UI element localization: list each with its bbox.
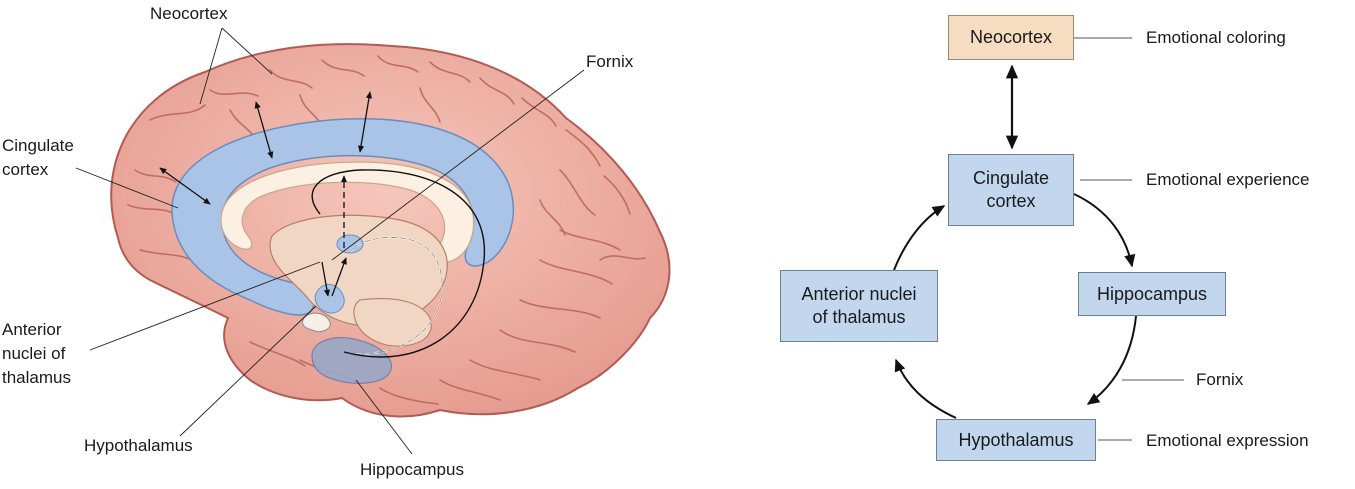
arrow-hippocampus-to-hypothalamus	[1086, 315, 1137, 405]
leader-lines	[75, 27, 585, 455]
arrow-cingulate-to-hippocampus	[1073, 193, 1136, 268]
box-hippocampus: Hippocampus	[1078, 272, 1226, 316]
arrow-hypothalamus-to-anterior	[894, 358, 957, 419]
box-hypothalamus: Hypothalamus	[936, 419, 1096, 461]
box-neocortex-label: Neocortex	[969, 27, 1053, 47]
label-hypothalamus: Hypothalamus	[84, 436, 193, 455]
note-emotional-coloring: Emotional coloring	[1146, 28, 1286, 47]
annotation-lines	[1074, 37, 1184, 441]
note-emotional-expression: Emotional expression	[1146, 431, 1309, 450]
label-anterior-nuclei: Anterior nuclei of thalamus	[2, 320, 71, 387]
hippocampus-shape	[311, 337, 392, 384]
corpus-callosum	[220, 161, 475, 263]
label-hippocampus: Hippocampus	[360, 460, 464, 479]
note-emotional-experience: Emotional experience	[1146, 170, 1310, 189]
mammillary-shape	[301, 312, 331, 333]
circuit-diagram	[893, 37, 1184, 441]
arrow-anterior-to-cingulate	[893, 205, 946, 271]
gyri-lines	[127, 55, 646, 405]
hypothalamus-shape	[314, 283, 345, 314]
box-hypothalamus-label: Hypothalamus	[958, 429, 1074, 450]
box-cingulate-label: Cingulate cortex	[972, 168, 1050, 211]
circuit-loop-line	[311, 169, 486, 358]
box-cingulate-cortex: Cingulate cortex	[948, 154, 1074, 226]
anterior-nucleus-shape	[336, 234, 364, 254]
label-cingulate-cortex: Cingulate cortex	[2, 136, 74, 179]
diencephalon	[269, 214, 448, 327]
box-hippocampus-label: Hippocampus	[1096, 283, 1208, 304]
brainstem	[353, 298, 432, 347]
brain-illustration	[110, 43, 671, 418]
note-fornix: Fornix	[1196, 370, 1244, 389]
label-neocortex: Neocortex	[150, 4, 228, 23]
box-neocortex: Neocortex	[948, 15, 1074, 60]
label-fornix: Fornix	[586, 52, 634, 71]
box-anterior-label: Anterior nuclei of thalamus	[801, 284, 917, 327]
box-anterior-nuclei: Anterior nuclei of thalamus	[780, 270, 938, 342]
